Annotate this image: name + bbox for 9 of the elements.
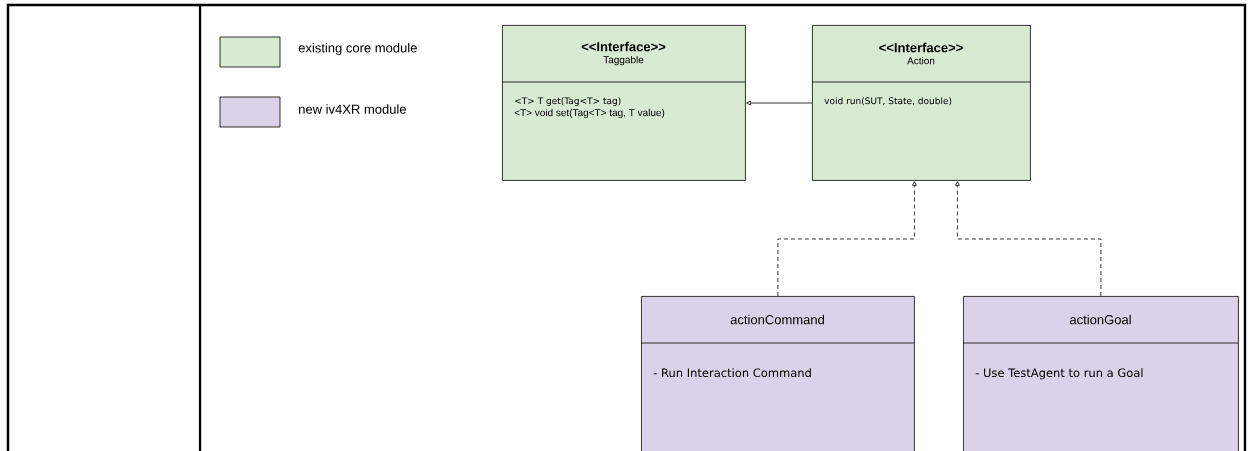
class-box: actionGoal - Use TestAgent to run a Goal [962,296,1239,451]
arrow [777,181,917,297]
legend-label: new iv4XR module [299,104,406,114]
legend-label: existing core module [298,42,417,56]
arrow [955,181,1102,297]
class-box: actionCommand - Run Interaction Command [640,296,915,451]
class-box: <<Interface>> Action void run(SUT, State, double) [811,25,1031,181]
class-box: <<Interface>> Taggable <T> T get(Tag<T> tag) <T> void set(Tag<T> tag, T value) [501,25,746,181]
arrow [746,100,813,106]
